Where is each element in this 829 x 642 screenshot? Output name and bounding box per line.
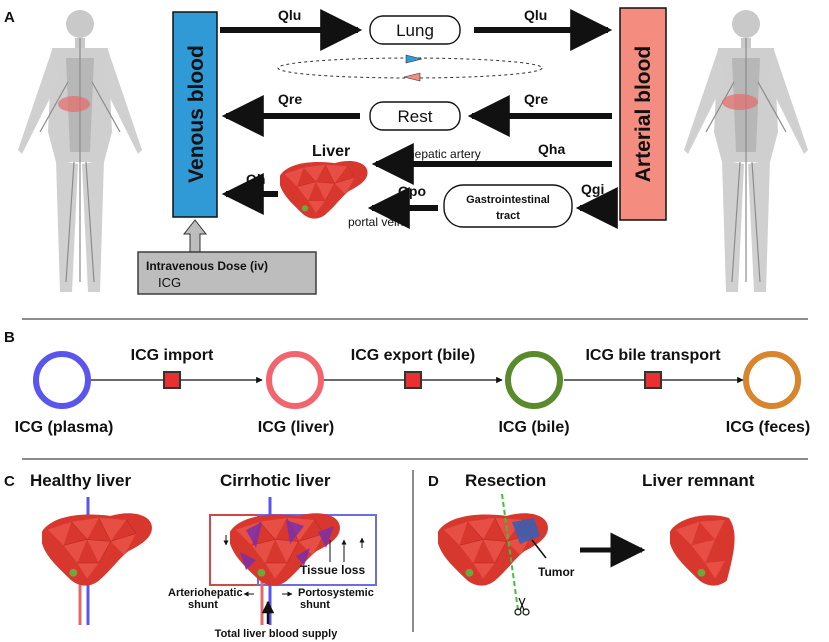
gi-tract-label-2: tract bbox=[496, 210, 520, 222]
arterial-blood-label: Arterial blood bbox=[632, 46, 655, 183]
rest-label: Rest bbox=[398, 107, 433, 126]
dose-arrow bbox=[182, 219, 208, 253]
tissue-loss-label: Tissue loss bbox=[300, 563, 365, 577]
circulation-arrow-red bbox=[403, 72, 421, 82]
venous-blood-box bbox=[172, 11, 218, 218]
human-figure-right bbox=[683, 9, 809, 293]
label-icg-transport: ICG bile transport bbox=[585, 347, 721, 364]
species-feces bbox=[743, 351, 801, 409]
healthy-liver-title: Healthy liver bbox=[30, 471, 131, 490]
scissors-icon bbox=[514, 597, 530, 616]
arteriohepatic-label-2: shunt bbox=[188, 599, 218, 611]
qgi-label: Qgi bbox=[581, 181, 604, 197]
reaction-import bbox=[163, 371, 181, 389]
qha-label: Qha bbox=[538, 141, 565, 157]
portosystemic-label-1: Portosystemic bbox=[298, 587, 374, 599]
qh-label: Qh bbox=[246, 171, 265, 187]
total-supply-label: Total liver blood supply bbox=[215, 628, 339, 640]
resection-liver-image bbox=[437, 493, 549, 611]
dose-title: Intravenous Dose (iv) bbox=[146, 259, 268, 273]
label-icg-export: ICG export (bile) bbox=[351, 347, 475, 364]
qre-label-left: Qre bbox=[278, 91, 302, 107]
qre-label-right: Qre bbox=[524, 91, 548, 107]
lung-label: Lung bbox=[396, 21, 434, 40]
resection-title: Resection bbox=[465, 471, 546, 490]
species-bile bbox=[505, 351, 563, 409]
gi-tract-box bbox=[443, 184, 573, 228]
label-icg-plasma: ICG (plasma) bbox=[15, 419, 114, 436]
panel-b-letter: B bbox=[4, 329, 15, 346]
arteriohepatic-label-1: Arteriohepatic bbox=[168, 587, 243, 599]
portal-vein-label: portal vein bbox=[348, 215, 403, 229]
remnant-liver-image bbox=[670, 515, 735, 586]
label-icg-feces: ICG (feces) bbox=[726, 419, 810, 436]
liver-highlight-left bbox=[58, 96, 90, 112]
dose-box bbox=[137, 251, 317, 295]
gi-tract-label-1: Gastrointestinal bbox=[466, 194, 550, 206]
human-figure-left bbox=[17, 9, 143, 293]
venous-blood-label: Venous blood bbox=[185, 45, 208, 183]
dose-sub: ICG bbox=[158, 275, 181, 290]
healthy-liver-image bbox=[41, 497, 153, 625]
reaction-transport bbox=[644, 371, 662, 389]
label-icg-bile: ICG (bile) bbox=[498, 419, 569, 436]
liver-image-a bbox=[279, 160, 368, 219]
qlu-label-left: Qlu bbox=[278, 7, 301, 23]
species-plasma bbox=[33, 351, 91, 409]
qlu-label-right: Qlu bbox=[524, 7, 547, 23]
cirrhotic-liver-image bbox=[209, 497, 377, 625]
circulation-arrow-blue bbox=[405, 54, 423, 64]
portosystemic-label-2: shunt bbox=[300, 599, 330, 611]
species-liver bbox=[266, 351, 324, 409]
lung-box bbox=[369, 15, 461, 45]
hepatic-artery-label: hepatic artery bbox=[408, 147, 481, 161]
arterial-blood-box bbox=[619, 7, 667, 221]
panel-d-letter: D bbox=[428, 473, 439, 490]
label-icg-liver: ICG (liver) bbox=[258, 419, 334, 436]
qpo-label: Qpo bbox=[398, 183, 426, 199]
remnant-title: Liver remnant bbox=[642, 471, 755, 490]
reaction-export bbox=[404, 371, 422, 389]
tumor-pointer bbox=[531, 539, 547, 559]
liver-highlight-right bbox=[722, 94, 758, 110]
panel-c-letter: C bbox=[4, 473, 15, 490]
label-icg-import: ICG import bbox=[131, 347, 214, 364]
liver-title: Liver bbox=[312, 143, 350, 160]
rest-box bbox=[369, 101, 461, 131]
cirrhotic-liver-title: Cirrhotic liver bbox=[220, 471, 331, 490]
panel-a-letter: A bbox=[4, 9, 15, 26]
tumor-label: Tumor bbox=[538, 565, 575, 579]
